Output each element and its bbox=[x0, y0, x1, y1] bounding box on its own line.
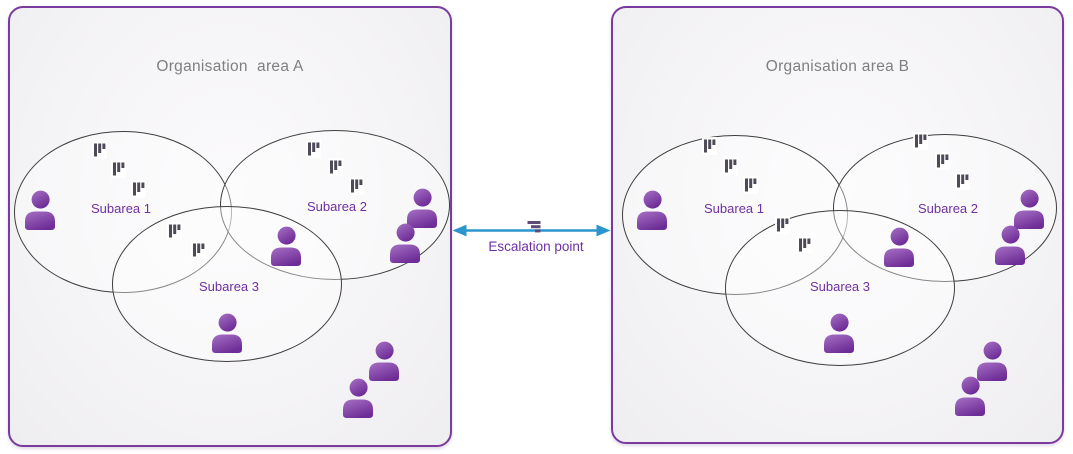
escalation-bar-chart-icon bbox=[520, 219, 543, 234]
bar-chart-icon bbox=[723, 157, 738, 175]
area-content-a: Subarea 1 Subarea 2 Subarea 3 bbox=[10, 8, 450, 445]
bar-chart-icon bbox=[702, 137, 717, 155]
subarea-label-3: Subarea 3 bbox=[199, 279, 259, 294]
person-icon bbox=[268, 226, 304, 266]
bar-chart-icon bbox=[913, 132, 928, 150]
subarea-label-1: Subarea 1 bbox=[704, 201, 764, 216]
person-icon bbox=[340, 378, 376, 418]
bar-chart-icon bbox=[167, 222, 182, 240]
person-icon bbox=[1011, 189, 1047, 229]
bar-chart-icon bbox=[111, 160, 126, 178]
double-headed-arrow bbox=[452, 224, 611, 237]
area-title-b: Organisation area B bbox=[765, 58, 910, 75]
person-icon bbox=[952, 376, 988, 416]
bar-chart-icon bbox=[775, 216, 790, 234]
bar-chart-icon bbox=[131, 180, 146, 198]
person-icon bbox=[881, 227, 917, 267]
person-icon bbox=[404, 188, 440, 228]
person-icon bbox=[22, 190, 58, 230]
escalation-label: Escalation point bbox=[488, 239, 584, 254]
bar-chart-icon bbox=[349, 177, 364, 195]
subarea-label-2: Subarea 2 bbox=[918, 201, 978, 216]
subarea-label-2: Subarea 2 bbox=[307, 199, 367, 214]
person-icon bbox=[387, 223, 423, 263]
bar-chart-icon bbox=[328, 158, 343, 176]
bar-chart-icon bbox=[92, 141, 107, 159]
area-title-a: Organisation area A bbox=[156, 58, 304, 75]
bar-chart-icon bbox=[191, 241, 206, 259]
person-icon bbox=[821, 313, 857, 353]
area-content-b: Subarea 1 Subarea 2 Subarea 3 bbox=[613, 8, 1062, 442]
person-icon bbox=[974, 341, 1010, 381]
subarea-label-1: Subarea 1 bbox=[91, 201, 151, 216]
person-icon bbox=[992, 225, 1028, 265]
bar-chart-icon bbox=[743, 176, 758, 194]
bar-chart-icon bbox=[935, 152, 950, 170]
bar-chart-icon bbox=[955, 172, 970, 190]
person-icon bbox=[366, 341, 402, 381]
person-icon bbox=[634, 190, 670, 230]
person-icon bbox=[209, 313, 245, 353]
bar-chart-icon bbox=[306, 140, 321, 158]
subarea-label-3: Subarea 3 bbox=[810, 279, 870, 294]
bar-chart-icon bbox=[797, 236, 812, 254]
